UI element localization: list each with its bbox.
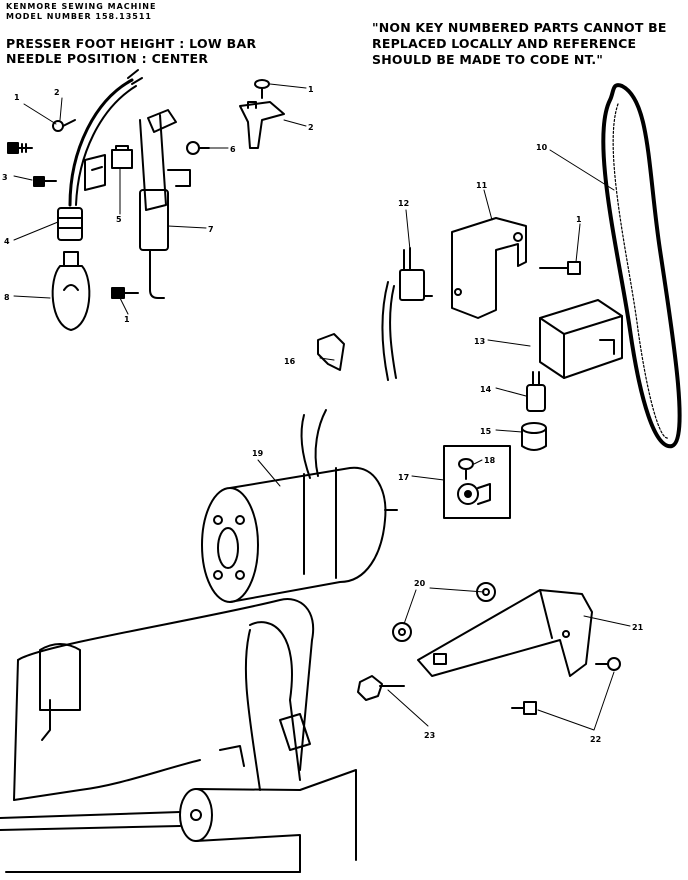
drive-belt-10 bbox=[601, 83, 682, 449]
callout-2-presser-foot: 2 bbox=[308, 123, 314, 132]
sewing-machine-overview bbox=[0, 598, 357, 873]
callout-15: 15 bbox=[480, 427, 492, 436]
callout-8: 8 bbox=[4, 293, 10, 302]
screw-6 bbox=[186, 141, 210, 155]
screws-22 bbox=[511, 657, 621, 715]
model-number-line: MODEL NUMBER 158.13511 bbox=[6, 12, 152, 21]
clip-5 bbox=[111, 145, 133, 169]
presser-bar-assembly-7 bbox=[139, 109, 191, 299]
washers-20 bbox=[392, 582, 496, 642]
leader-lines bbox=[13, 83, 631, 731]
callout-18: 18 bbox=[484, 456, 496, 465]
needle-position-label: NEEDLE POSITION : CENTER bbox=[6, 51, 209, 66]
non-key-parts-note: "NON KEY NUMBERED PARTS CANNOT BE REPLAC… bbox=[372, 20, 667, 67]
callout-19: 19 bbox=[252, 449, 264, 458]
callout-16: 16 bbox=[284, 357, 296, 366]
light-cord bbox=[68, 69, 143, 207]
motor-bracket-11 bbox=[451, 217, 527, 319]
callout-1-screw: 1 bbox=[14, 93, 20, 102]
set-screw-18 bbox=[458, 458, 474, 480]
callout-1-top: 1 bbox=[308, 85, 314, 94]
screw-23 bbox=[357, 675, 405, 701]
clip-16 bbox=[317, 333, 345, 371]
brand-line: KENMORE SEWING MACHINE bbox=[6, 2, 157, 11]
callout-13: 13 bbox=[474, 337, 485, 346]
callout-2-screw: 2 bbox=[54, 88, 60, 97]
callout-11: 11 bbox=[476, 181, 488, 190]
callout-22: 22 bbox=[590, 735, 601, 744]
callout-20: 20 bbox=[414, 579, 426, 588]
callout-5: 5 bbox=[116, 215, 122, 224]
callout-14: 14 bbox=[480, 385, 492, 394]
callout-7: 7 bbox=[208, 225, 214, 234]
callout-23: 23 bbox=[424, 731, 435, 740]
presser-foot-2 bbox=[239, 101, 285, 149]
presser-foot-height-label: PRESSER FOOT HEIGHT : LOW BAR bbox=[6, 36, 257, 51]
light-bulb-8 bbox=[51, 251, 91, 331]
cap-15 bbox=[521, 422, 547, 451]
callout-21: 21 bbox=[632, 623, 644, 632]
callout-4: 4 bbox=[4, 237, 10, 246]
callout-12: 12 bbox=[398, 199, 409, 208]
motor-pulley bbox=[457, 483, 491, 505]
screw-1-left bbox=[7, 142, 33, 154]
switch-cord-12 bbox=[381, 247, 433, 381]
motor-19 bbox=[201, 409, 398, 603]
screw-1-right bbox=[539, 261, 581, 275]
screw-3 bbox=[33, 176, 57, 187]
callout-1-right: 1 bbox=[576, 215, 582, 224]
lamp-socket-4 bbox=[57, 207, 83, 241]
screw-1-bottom bbox=[111, 287, 139, 299]
pulley-box-17 bbox=[443, 445, 511, 519]
light-bracket bbox=[84, 154, 106, 191]
callout-17: 17 bbox=[398, 473, 409, 482]
speed-control-13 bbox=[539, 299, 623, 379]
motor-mount-bracket-21 bbox=[417, 589, 593, 677]
bushing-14 bbox=[526, 371, 546, 412]
callout-6: 6 bbox=[230, 145, 236, 154]
callout-1-bottom: 1 bbox=[124, 315, 130, 324]
screw-2 bbox=[52, 119, 76, 132]
callout-10: 10 bbox=[536, 143, 548, 152]
thumb-screw-1-top bbox=[254, 79, 270, 99]
callout-3: 3 bbox=[2, 173, 8, 182]
